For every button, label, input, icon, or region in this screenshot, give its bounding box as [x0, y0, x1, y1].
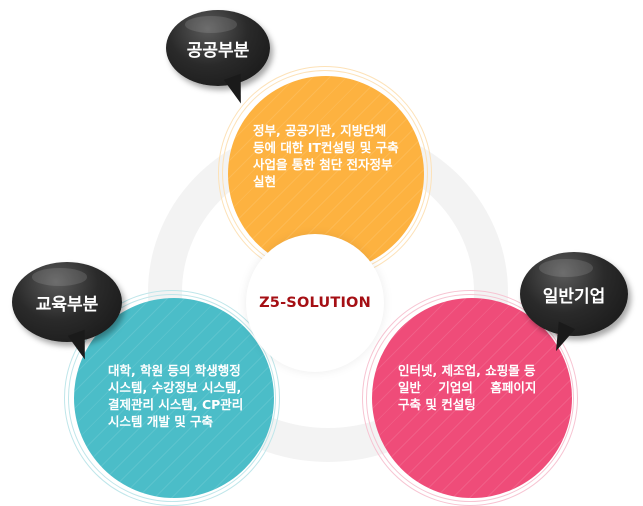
education-description: 대학, 학원 등의 학생행정 시스템, 수강정보 시스템, 결제관리 시스템, … — [108, 363, 244, 429]
education-circle — [74, 298, 274, 498]
enterprise-circle — [372, 298, 572, 498]
enterprise-circle-outline-inner — [366, 294, 574, 502]
public-bubble-label: 공공부분 — [186, 40, 250, 61]
center-node: Z5-SOLUTION — [246, 234, 384, 372]
enterprise-bubble-label: 일반기업 — [542, 286, 606, 307]
education-bubble-label: 교육부분 — [35, 294, 99, 315]
public-description: 정부, 공공기관, 지방단체 등에 대한 IT컨설팅 및 구축 사업을 통한 첨… — [253, 123, 399, 189]
enterprise-description: 인터넷, 제조업, 쇼핑몰 등 일반 기업의 홈페이지 구축 및 컨설팅 — [398, 363, 537, 412]
center-label: Z5-SOLUTION — [259, 295, 371, 311]
education-circle-outline-inner — [68, 294, 276, 502]
